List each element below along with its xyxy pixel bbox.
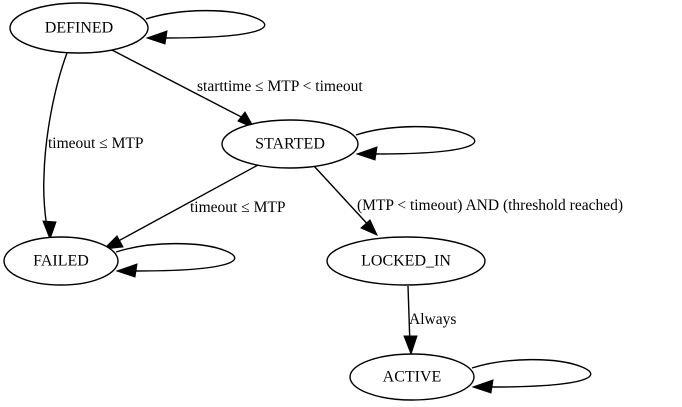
edge-defined-self-loop [145, 9, 266, 45]
edge-started-self-loop-path [355, 125, 476, 155]
edge-started-to-failed [102, 164, 259, 250]
edge-failed-self-loop-path [115, 242, 236, 272]
edge-started-to-failed-arrowhead [102, 235, 124, 250]
node-failed[interactable]: FAILED [3, 236, 119, 286]
edge-label-defined-to-failed: timeout ≤ MTP [48, 135, 143, 152]
node-active-label: ACTIVE [383, 369, 442, 386]
node-failed-ellipse[interactable] [3, 236, 119, 286]
edge-label-locked-in-to-active: Always [409, 311, 456, 328]
edge-defined-to-failed-arrowhead [42, 220, 57, 241]
edge-defined-self-loop-arrowhead [145, 30, 168, 45]
edge-label-started-to-failed: timeout ≤ MTP [190, 199, 285, 216]
edge-started-to-locked-in-arrowhead [360, 219, 379, 236]
node-defined-ellipse[interactable] [9, 2, 149, 54]
node-defined-label: DEFINED [45, 20, 113, 37]
edge-started-self-loop [355, 125, 476, 161]
node-locked-in-label: LOCKED_IN [361, 253, 451, 270]
edge-failed-self-loop-arrowhead [115, 263, 138, 278]
edge-label-started-to-locked-in: (MTP < timeout) AND (threshold reached) [357, 197, 623, 214]
edge-locked-in-to-active [403, 285, 418, 356]
edge-started-self-loop-arrowhead [355, 146, 378, 161]
edge-active-self-loop-arrowhead [471, 379, 494, 394]
node-failed-label: FAILED [33, 253, 89, 270]
node-started-ellipse[interactable] [221, 119, 359, 169]
edge-defined-to-failed-path [43, 52, 68, 233]
edge-active-self-loop [471, 358, 592, 394]
edge-failed-self-loop [115, 242, 236, 278]
edge-started-to-locked-in [313, 165, 379, 236]
edge-label-defined-to-started: starttime ≤ MTP < timeout [197, 78, 363, 95]
node-defined[interactable]: DEFINED [9, 2, 149, 54]
node-started[interactable]: STARTED [221, 119, 359, 169]
edge-defined-self-loop-path [145, 9, 266, 39]
node-locked-in-ellipse[interactable] [326, 236, 486, 286]
node-active-ellipse[interactable] [349, 353, 475, 401]
edge-started-to-locked-in-path [313, 165, 373, 230]
edge-locked-in-to-active-arrowhead [403, 335, 418, 356]
edge-active-self-loop-path [471, 358, 592, 388]
node-active[interactable]: ACTIVE [349, 353, 475, 401]
edge-defined-to-failed [42, 52, 68, 241]
node-locked-in[interactable]: LOCKED_IN [326, 236, 486, 286]
edge-defined-to-started-path [109, 48, 252, 123]
edge-started-to-failed-path [110, 164, 259, 246]
node-started-label: STARTED [255, 136, 325, 153]
